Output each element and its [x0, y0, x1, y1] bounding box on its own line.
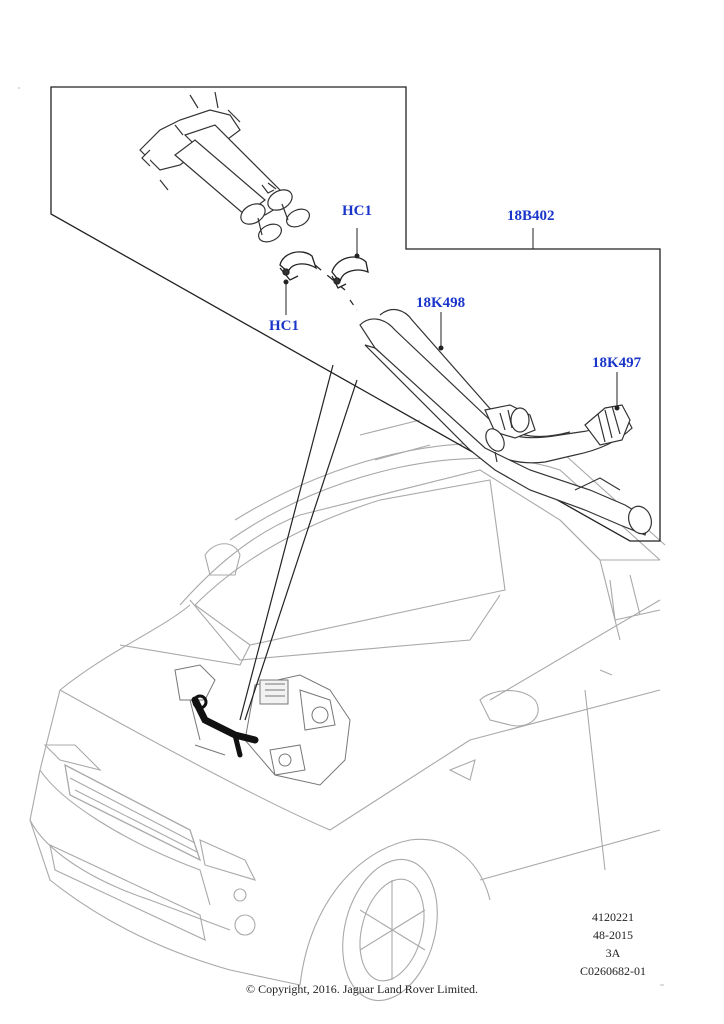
engine-bay-hose-connector — [192, 694, 208, 710]
main-hose-assembly — [359, 308, 652, 536]
callout-hc1-upper: HC1 — [342, 203, 372, 219]
registration-marks — [18, 87, 664, 986]
callout-18k497: 18K497 — [592, 355, 642, 371]
ref-line-1: 4120221 — [592, 910, 634, 924]
ref-line-4: C0260682-01 — [580, 964, 646, 978]
leader-lines — [283, 228, 620, 411]
ref-line-3: 3A — [605, 946, 621, 960]
engine-bay-hose-highlight-branch — [232, 732, 243, 758]
hose-clamp-left — [279, 251, 318, 281]
callout-18b402: 18B402 — [507, 208, 555, 224]
copyright-notice: © Copyright, 2016. Jaguar Land Rover Lim… — [245, 982, 479, 996]
engine-bay-hose-highlight — [191, 696, 259, 744]
callout-18k498: 18K498 — [416, 295, 466, 311]
upper-hose-assembly — [139, 91, 310, 243]
vehicle-outline — [29, 419, 666, 1002]
hose-clamp-right — [331, 256, 369, 289]
callout-hc1-lower: HC1 — [269, 318, 299, 334]
ref-line-2: 48-2015 — [593, 928, 633, 942]
detail-frame — [50, 86, 661, 542]
engine-assembly — [174, 664, 351, 786]
